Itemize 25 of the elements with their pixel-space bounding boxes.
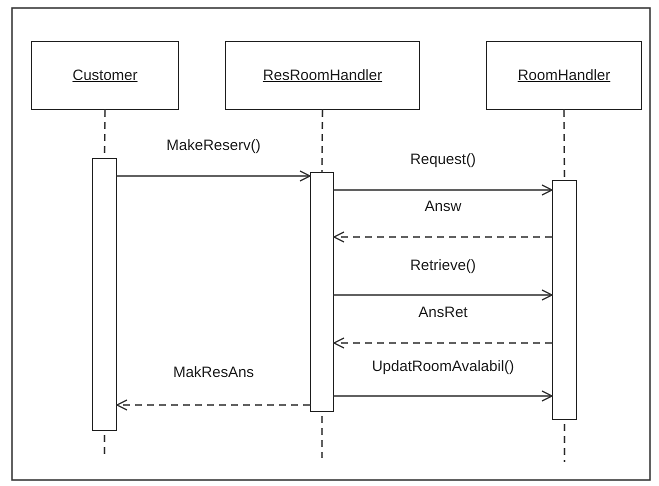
message-label: Answ bbox=[424, 198, 462, 215]
message-arrow bbox=[116, 399, 310, 411]
message-label: Retrieve() bbox=[410, 257, 476, 274]
message-label: MakResAns bbox=[173, 364, 254, 381]
message-arrow bbox=[334, 390, 553, 402]
message-arrow bbox=[334, 184, 553, 196]
object-box bbox=[31, 41, 179, 110]
lifeline bbox=[321, 110, 324, 172]
message-label: MakeReserv() bbox=[166, 137, 261, 154]
object-name: ResRoomHandler bbox=[262, 67, 382, 84]
message-label: Request() bbox=[410, 151, 476, 168]
object-box bbox=[486, 41, 642, 110]
lifeline bbox=[563, 110, 566, 180]
object-name: Customer bbox=[72, 67, 138, 84]
activation-bar bbox=[310, 172, 334, 412]
message-arrow bbox=[117, 170, 311, 182]
message-label: AnsRet bbox=[418, 304, 468, 321]
object-box bbox=[225, 41, 420, 110]
message-arrow bbox=[333, 231, 552, 243]
message-arrow bbox=[333, 337, 552, 349]
message-label: UpdatRoomAvalabil() bbox=[372, 358, 514, 375]
object-name: RoomHandler bbox=[518, 67, 610, 84]
message-arrow bbox=[334, 289, 553, 301]
activation-bar bbox=[552, 180, 577, 420]
activation-bar bbox=[92, 158, 117, 431]
